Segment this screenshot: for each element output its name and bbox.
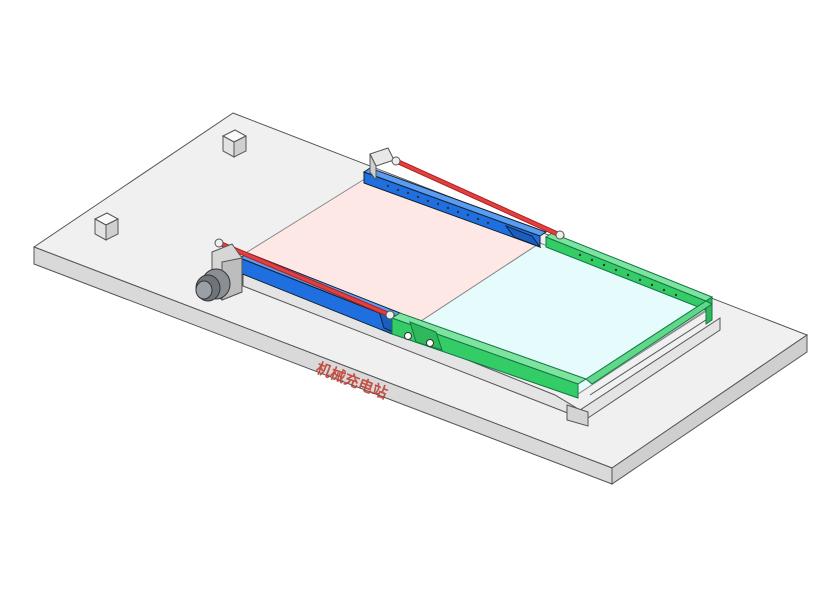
mounting-block-back — [221, 129, 248, 158]
mounting-block-front — [93, 212, 120, 241]
back-blue-rail — [362, 167, 548, 249]
motor-assembly — [195, 238, 243, 302]
motor-icon — [195, 268, 231, 302]
frame-foot — [566, 404, 589, 427]
red-rods — [216, 157, 565, 318]
base-plate-right — [611, 334, 808, 485]
rail-holes — [386, 184, 678, 297]
slide-frame — [242, 269, 721, 427]
back-joint — [555, 230, 565, 240]
back-bracket — [369, 147, 401, 182]
front-linkage — [385, 310, 434, 347]
